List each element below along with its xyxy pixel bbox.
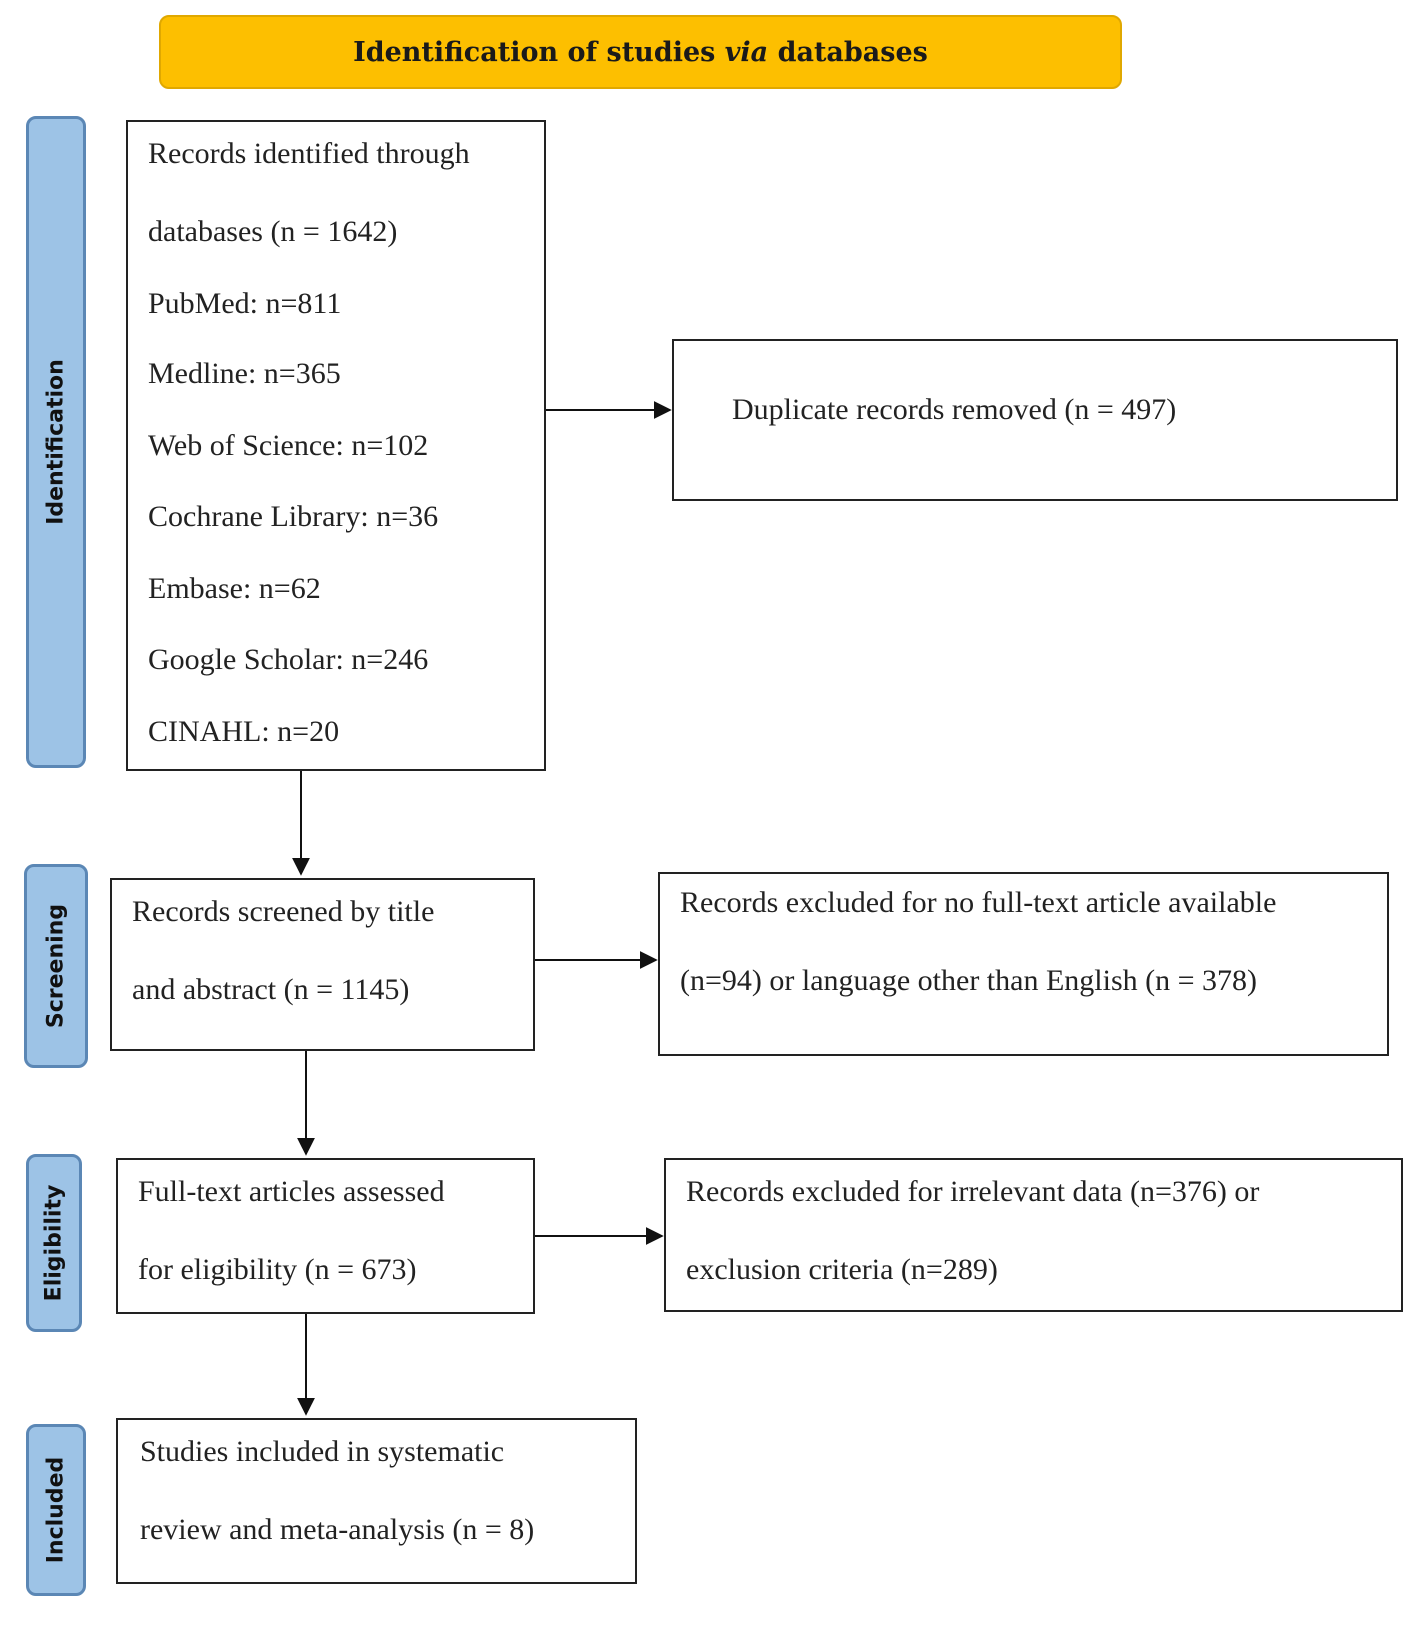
records-excluded-screening-box: Records excluded for no full-text articl… bbox=[658, 872, 1389, 1056]
records-excluded-eligibility-line-2: exclusion criteria (n=289) bbox=[686, 1253, 998, 1286]
header-title-italic: via bbox=[724, 36, 769, 68]
records-excluded-eligibility-box: Records excluded for irrelevant data (n=… bbox=[664, 1158, 1403, 1312]
records-screened-line-2: and abstract (n = 1145) bbox=[132, 973, 410, 1006]
cochrane-count: Cochrane Library: n=36 bbox=[148, 500, 439, 533]
header-title-part2: databases bbox=[768, 36, 928, 68]
duplicates-removed-box: Duplicate records removed (n = 497) bbox=[672, 339, 1398, 501]
records-excluded-screening-line-1: Records excluded for no full-text articl… bbox=[680, 886, 1277, 919]
medline-count: Medline: n=365 bbox=[148, 357, 341, 390]
cinahl-count: CINAHL: n=20 bbox=[148, 715, 340, 748]
stage-identification: Identification bbox=[26, 116, 86, 768]
studies-included-line-2: review and meta-analysis (n = 8) bbox=[140, 1513, 535, 1546]
records-identified-line-2: databases (n = 1642) bbox=[148, 215, 398, 248]
stage-screening: Screening bbox=[24, 864, 88, 1068]
embase-count: Embase: n=62 bbox=[148, 572, 321, 605]
full-text-assessed-line-2: for eligibility (n = 673) bbox=[138, 1253, 417, 1286]
stage-eligibility: Eligibility bbox=[26, 1154, 82, 1332]
diagram-header: Identification of studies via databases bbox=[159, 15, 1122, 89]
web-of-science-count: Web of Science: n=102 bbox=[148, 429, 429, 462]
stage-included: Included bbox=[26, 1424, 86, 1596]
full-text-assessed-box: Full-text articles assessed for eligibil… bbox=[116, 1158, 535, 1314]
records-excluded-screening-line-2: (n=94) or language other than English (n… bbox=[680, 964, 1258, 997]
records-identified-box: Records identified through databases (n … bbox=[126, 120, 546, 771]
records-screened-line-1: Records screened by title bbox=[132, 895, 435, 928]
records-excluded-eligibility-line-1: Records excluded for irrelevant data (n=… bbox=[686, 1175, 1260, 1208]
google-scholar-count: Google Scholar: n=246 bbox=[148, 643, 429, 676]
records-screened-box: Records screened by title and abstract (… bbox=[110, 878, 535, 1051]
full-text-assessed-line-1: Full-text articles assessed bbox=[138, 1175, 445, 1208]
studies-included-line-1: Studies included in systematic bbox=[140, 1435, 505, 1468]
pubmed-count: PubMed: n=811 bbox=[148, 287, 342, 320]
header-title-part1: Identification of studies bbox=[353, 36, 725, 68]
duplicates-removed-text: Duplicate records removed (n = 497) bbox=[732, 393, 1177, 426]
studies-included-box: Studies included in systematic review an… bbox=[116, 1418, 637, 1584]
records-identified-line-1: Records identified through bbox=[148, 137, 470, 170]
